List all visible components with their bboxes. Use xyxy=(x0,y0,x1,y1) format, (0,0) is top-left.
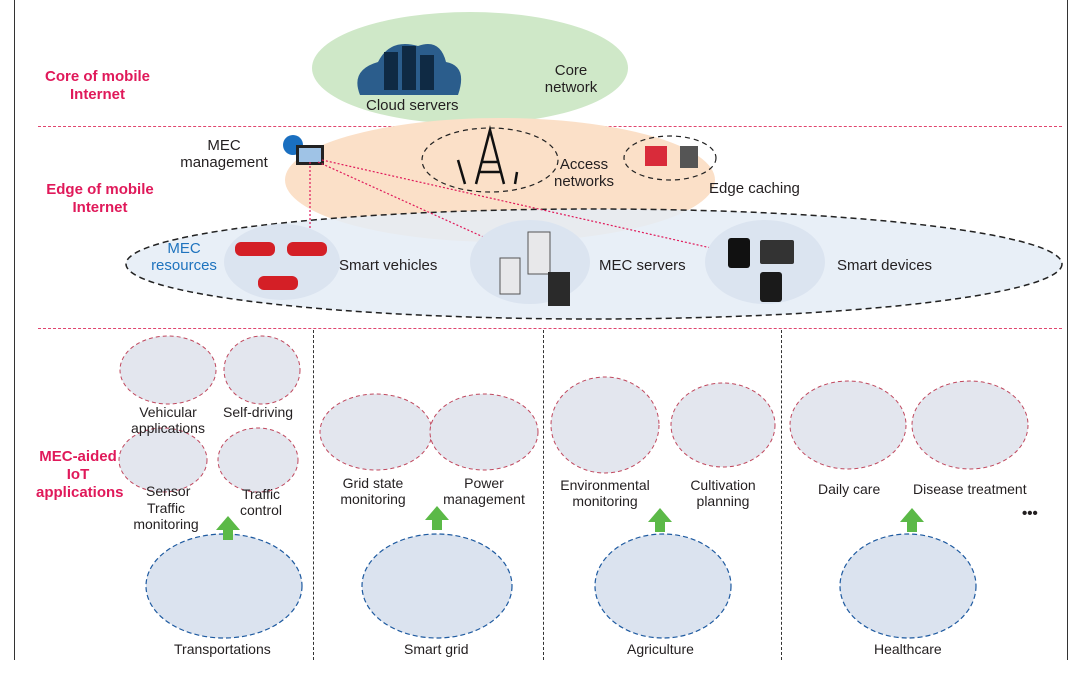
access-network-bubble xyxy=(421,127,559,193)
column-separator-3 xyxy=(781,330,782,660)
column-separator-2 xyxy=(543,330,544,660)
cultivation-bubble xyxy=(670,382,776,468)
figure-frame xyxy=(14,0,1068,660)
daily-care-label: Daily care xyxy=(818,481,881,497)
arrow-up-icon xyxy=(425,506,449,530)
cultivation-planning-label: Cultivation planning xyxy=(690,477,756,510)
smart-grid-bubble xyxy=(361,533,513,639)
application-bubbles xyxy=(118,335,1029,493)
car-icon xyxy=(235,242,327,290)
grid-state-bubble xyxy=(319,393,433,471)
vehicular-applications-label: Vehicular applications xyxy=(131,404,205,437)
mec-resources-label: MEC resources xyxy=(151,240,217,275)
cloud-servers-label: Cloud servers xyxy=(366,97,459,114)
tier-separator-edge-apps xyxy=(38,328,1062,329)
mec-management-icon xyxy=(283,135,324,165)
mec-management-label: MEC management xyxy=(180,137,268,172)
mec-servers-label: MEC servers xyxy=(599,257,686,274)
traffic-control-bubble xyxy=(217,427,299,493)
access-networks-label: Access networks xyxy=(553,156,615,191)
smart-devices-label: Smart devices xyxy=(837,257,933,274)
arrow-up-icon xyxy=(900,508,924,532)
up-arrows xyxy=(216,506,924,540)
environmental-bubble xyxy=(550,376,660,474)
edge-caching-label: Edge caching xyxy=(709,180,800,197)
edge-area xyxy=(125,208,1063,320)
device-icon xyxy=(728,238,794,302)
sensor-label: Sensor xyxy=(146,483,191,499)
cloud-server-icon xyxy=(357,44,462,95)
agriculture-label: Agriculture xyxy=(627,641,694,657)
edge-caching-bubble xyxy=(623,135,717,181)
tier-label-edge: Edge of mobile Internet xyxy=(46,181,154,216)
cell-tower-icon xyxy=(456,125,519,185)
agriculture-bubble xyxy=(594,533,732,639)
grid-state-monitoring-label: Grid state monitoring xyxy=(340,475,406,508)
core-network-label: Core network xyxy=(544,62,598,97)
server-icon xyxy=(499,231,570,306)
tier-label-apps: MEC-aided IoT applications xyxy=(36,448,124,501)
core-network-area xyxy=(312,12,628,124)
disease-treatment-label: Disease treatment xyxy=(913,481,1027,497)
sensor-bubble xyxy=(118,427,208,493)
arrow-up-icon xyxy=(216,516,240,540)
column-separator-1 xyxy=(313,330,314,660)
power-management-label: Power management xyxy=(443,475,525,508)
healthcare-bubble xyxy=(839,533,977,639)
daily-care-bubble xyxy=(789,380,907,470)
healthcare-label: Healthcare xyxy=(874,641,942,657)
power-management-bubble xyxy=(429,393,539,471)
more-ellipsis: ••• xyxy=(1022,505,1038,522)
mec-links xyxy=(309,159,721,251)
traffic-monitoring-label: Traffic monitoring xyxy=(133,500,199,533)
cache-icon xyxy=(645,146,698,168)
arrow-up-icon xyxy=(648,508,672,532)
self-driving-label: Self-driving xyxy=(223,404,294,420)
self-driving-bubble xyxy=(223,335,301,405)
disease-bubble xyxy=(911,380,1029,470)
environmental-monitoring-label: Environmental monitoring xyxy=(560,477,650,510)
base-bubbles xyxy=(145,533,977,639)
traffic-control-label: Traffic control xyxy=(239,486,283,519)
tier-label-core: Core of mobile Internet xyxy=(44,68,150,103)
smart-vehicles-label: Smart vehicles xyxy=(339,257,438,274)
transportation-bubble xyxy=(145,533,303,639)
smart-grid-label: Smart grid xyxy=(404,641,469,657)
vehicular-app-bubble xyxy=(119,335,217,405)
transportations-label: Transportations xyxy=(174,641,271,657)
